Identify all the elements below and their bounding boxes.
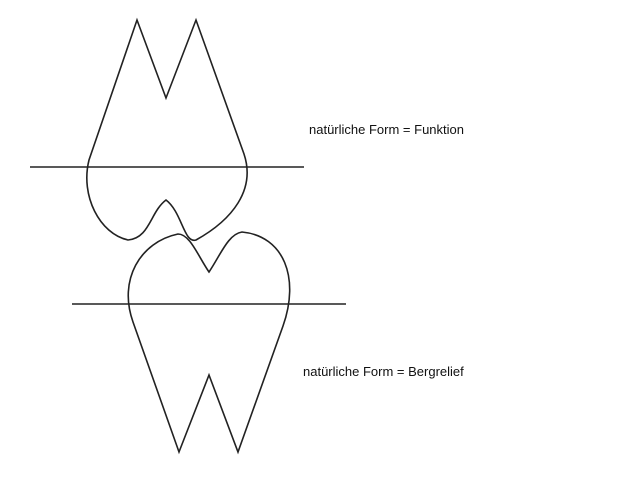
lower-tooth-outline <box>127 231 291 455</box>
lower-caption: natürliche Form = Bergrelief <box>303 364 464 379</box>
upper-tooth-outline <box>86 17 248 241</box>
upper-caption: natürliche Form = Funktion <box>309 122 464 137</box>
